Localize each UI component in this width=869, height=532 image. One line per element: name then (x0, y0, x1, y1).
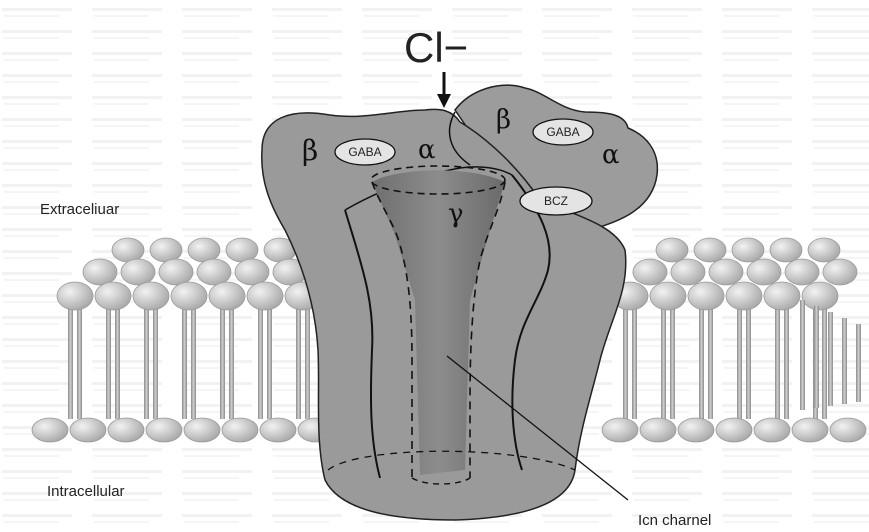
lipid-head (209, 282, 245, 310)
lipid-tail (775, 304, 780, 419)
lipid-tail (182, 304, 187, 419)
lipid-head (95, 282, 131, 310)
lipid-head (121, 259, 155, 285)
subunit-alpha-right: α (602, 140, 620, 170)
lipid-head (57, 282, 93, 310)
lipid-tail (623, 304, 628, 419)
lipid-tail (191, 304, 196, 419)
lipid-head (808, 238, 840, 262)
lipid-head (112, 238, 144, 262)
bcz-site-label: BCZ (544, 194, 568, 208)
lipid-tail (106, 304, 111, 419)
extracellular-label: Extraceliuar (40, 201, 119, 218)
subunit-alpha-top: α (418, 135, 436, 165)
lipid-tail (305, 304, 310, 419)
subunit-beta-left: β (302, 134, 318, 167)
lipid-head (171, 282, 207, 310)
lipid-tail (746, 304, 751, 419)
lipid-tail (296, 304, 301, 419)
lipid-head (785, 259, 819, 285)
lipid-head (823, 259, 857, 285)
lipid-head (656, 238, 688, 262)
lipid-tail (737, 304, 742, 419)
lipid-head (709, 259, 743, 285)
lipid-head (754, 418, 790, 442)
lipid-head (802, 282, 838, 310)
lipid-head (222, 418, 258, 442)
lipid-tail (800, 300, 805, 410)
subunit-beta-top: β (496, 105, 511, 135)
lipid-tail (267, 304, 272, 419)
lipid-head (108, 418, 144, 442)
lipid-tail (784, 304, 789, 419)
lipid-tail (153, 304, 158, 419)
chloride-ion-label: Cl− (404, 24, 468, 71)
lipid-head (633, 259, 667, 285)
gaba-site-left: GABA (335, 139, 395, 165)
gaba-site-right-label: GABA (546, 125, 579, 139)
lipid-head (150, 238, 182, 262)
lipid-head (671, 259, 705, 285)
ion-channel-label: Icn charnel (638, 512, 711, 529)
lipid-head (197, 259, 231, 285)
intracellular-label: Intracellular (47, 483, 125, 500)
lipid-tail (856, 324, 861, 402)
lipid-head (247, 282, 283, 310)
lipid-tail (828, 312, 833, 406)
lipid-head (688, 282, 724, 310)
lipid-head (159, 259, 193, 285)
lipid-tail (220, 304, 225, 419)
lipid-tail (661, 304, 666, 419)
lipid-head (764, 282, 800, 310)
lipid-head (235, 259, 269, 285)
lipid-tail (144, 304, 149, 419)
lipid-tail (822, 304, 827, 419)
lipid-tail (632, 304, 637, 419)
lipid-head (133, 282, 169, 310)
lipid-head (146, 418, 182, 442)
lipid-head (830, 418, 866, 442)
lipid-head (70, 418, 106, 442)
gaba-site-left-label: GABA (348, 145, 381, 159)
lipid-head (770, 238, 802, 262)
lipid-tail (68, 304, 73, 419)
lipid-head (726, 282, 762, 310)
lipid-head (640, 418, 676, 442)
lipid-tail (708, 304, 713, 419)
lipid-tail (115, 304, 120, 419)
lipid-tail (814, 306, 819, 408)
lipid-head (83, 259, 117, 285)
lipid-tail (77, 304, 82, 419)
lipid-head (650, 282, 686, 310)
lipid-head (792, 418, 828, 442)
lipid-tail (842, 318, 847, 404)
lipid-tail (699, 304, 704, 419)
lipid-head (678, 418, 714, 442)
lipid-tail (670, 304, 675, 419)
lipid-head (226, 238, 258, 262)
subunit-gamma: γ (448, 199, 464, 229)
lipid-head (184, 418, 220, 442)
lipid-head (716, 418, 752, 442)
lipid-head (732, 238, 764, 262)
lipid-tail (229, 304, 234, 419)
lipid-head (260, 418, 296, 442)
lipid-head (32, 418, 68, 442)
lipid-head (602, 418, 638, 442)
bcz-site: BCZ (520, 187, 592, 215)
lipid-head (747, 259, 781, 285)
lipid-head (188, 238, 220, 262)
lipid-tail (258, 304, 263, 419)
gaba-site-right: GABA (533, 119, 593, 145)
lipid-head (694, 238, 726, 262)
